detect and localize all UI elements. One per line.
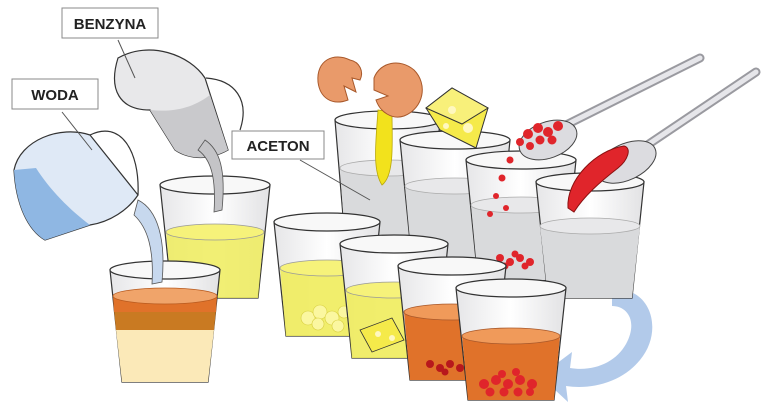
aceton-label-text: ACETON [246, 138, 309, 155]
woda-label-text: WODA [31, 87, 79, 104]
benzyna-label-text: BENZYNA [74, 16, 147, 33]
eggshell-icon [318, 57, 422, 117]
water-glass [110, 261, 220, 382]
water-jug-icon [14, 131, 163, 284]
orange-glass-2 [456, 279, 566, 400]
